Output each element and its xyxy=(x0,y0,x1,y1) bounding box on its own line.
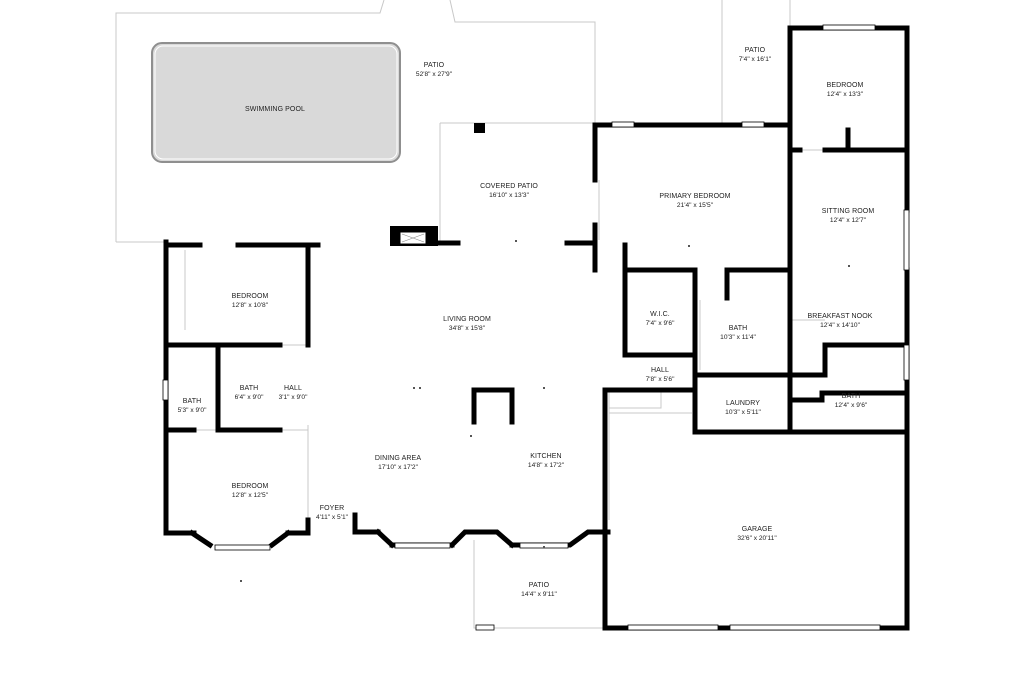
room-dims-living-room: 34'8" x 15'8" xyxy=(449,325,486,332)
room-name-bedroom-w: BEDROOM xyxy=(232,293,269,300)
room-name-dining-area: DINING AREA xyxy=(375,455,421,462)
room-dims-hall-w: 3'1" x 9'0" xyxy=(279,394,308,401)
room-name-breakfast-nook: BREAKFAST NOOK xyxy=(807,313,872,320)
room-dims-bath-primary: 10'3" x 11'4" xyxy=(720,334,756,341)
detail-marks xyxy=(240,240,850,582)
room-dims-patio-pool: 52'8" x 27'9" xyxy=(416,71,453,78)
room-dims-primary-bedroom: 21'4" x 15'5" xyxy=(677,202,714,209)
room-name-garage: GARAGE xyxy=(742,526,773,533)
swimming-pool xyxy=(151,42,401,163)
room-dims-bath-w1: 5'3" x 9'0" xyxy=(178,407,207,414)
room-name-patio-top: PATIO xyxy=(745,47,766,54)
room-name-kitchen: KITCHEN xyxy=(530,453,561,460)
room-name-patio-front: PATIO xyxy=(529,582,550,589)
room-dims-dining-area: 17'10" x 17'2" xyxy=(378,464,418,471)
room-dims-covered-patio: 16'10" x 13'3" xyxy=(489,192,529,199)
room-name-pool: SWIMMING POOL xyxy=(245,106,305,113)
room-dims-sitting-room: 12'4" x 12'7" xyxy=(830,217,867,224)
room-name-bath-primary: BATH xyxy=(729,325,748,332)
room-dims-bath-e: 12'4" x 9'6" xyxy=(835,402,868,409)
room-name-bedroom-sw: BEDROOM xyxy=(232,483,269,490)
room-name-covered-patio: COVERED PATIO xyxy=(480,183,538,190)
room-dims-patio-top: 7'4" x 16'1" xyxy=(739,56,772,63)
room-dims-bedroom-w: 12'8" x 10'8" xyxy=(232,302,269,309)
room-dims-patio-front: 14'4" x 9'11" xyxy=(521,591,557,598)
room-dims-bath-w2: 6'4" x 9'0" xyxy=(235,394,264,401)
room-name-bath-e: BATH xyxy=(842,393,861,400)
room-dims-wic: 7'4" x 9'6" xyxy=(646,320,675,327)
post xyxy=(474,123,485,133)
room-name-bedroom-ne: BEDROOM xyxy=(827,82,864,89)
room-dims-foyer: 4'11" x 5'1" xyxy=(316,514,349,521)
room-dims-bedroom-ne: 12'4" x 13'3" xyxy=(827,91,864,98)
room-name-sitting-room: SITTING ROOM xyxy=(822,208,875,215)
fireplace xyxy=(390,226,438,246)
room-dims-bedroom-sw: 12'8" x 12'5" xyxy=(232,492,269,499)
room-name-primary-bedroom: PRIMARY BEDROOM xyxy=(659,193,730,200)
room-dims-hall-c: 7'8" x 5'6" xyxy=(646,376,675,383)
room-dims-garage: 32'6" x 20'11" xyxy=(737,535,777,542)
room-dims-kitchen: 14'8" x 17'2" xyxy=(528,462,565,469)
room-name-living-room: LIVING ROOM xyxy=(443,316,491,323)
room-dims-laundry: 10'3" x 5'11" xyxy=(725,409,761,416)
room-name-bath-w1: BATH xyxy=(183,398,202,405)
room-labels: PATIO 52'8" x 27'9" SWIMMING POOL PATIO 7'4"… xyxy=(178,47,875,598)
room-name-laundry: LAUNDRY xyxy=(726,400,760,407)
room-name-hall-c: HALL xyxy=(651,367,669,374)
room-dims-breakfast-nook: 12'4" x 14'10" xyxy=(820,322,860,329)
windows xyxy=(162,24,910,631)
room-name-wic: W.I.C. xyxy=(650,311,670,318)
room-name-foyer: FOYER xyxy=(320,505,345,512)
room-name-hall-w: HALL xyxy=(284,385,302,392)
room-name-bath-w2: BATH xyxy=(240,385,259,392)
room-name-patio-pool: PATIO xyxy=(424,62,445,69)
